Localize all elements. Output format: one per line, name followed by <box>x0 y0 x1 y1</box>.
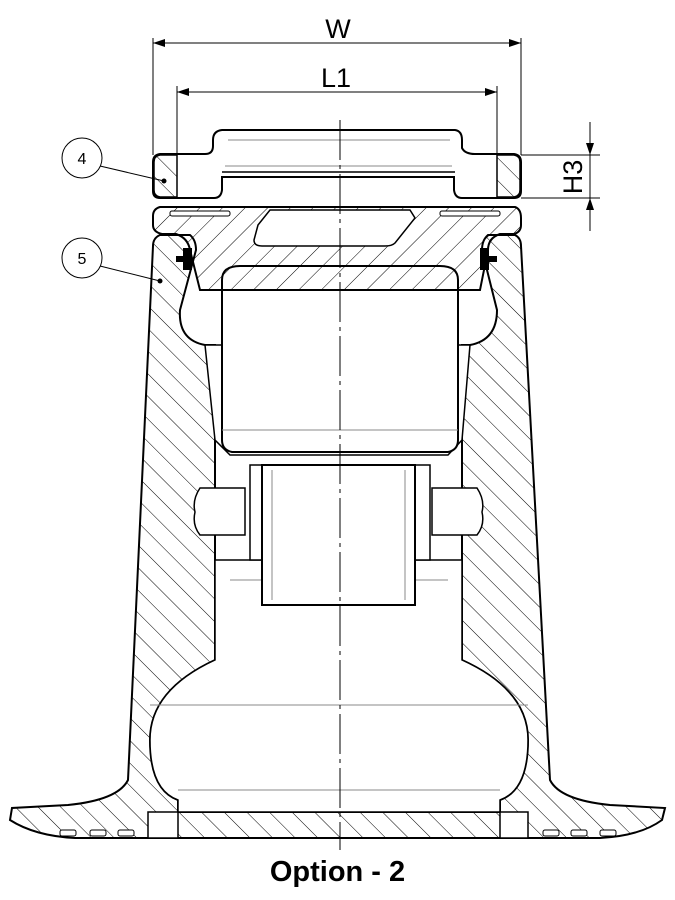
dimension-h3: H3 <box>521 122 600 231</box>
callout-5-number: 5 <box>78 251 87 268</box>
dimension-l1: L1 <box>176 63 498 155</box>
inner-column <box>204 265 471 606</box>
dimension-h3-label: H3 <box>558 160 588 195</box>
callout-4-number: 4 <box>78 151 87 168</box>
dimension-w-label: W <box>325 14 351 44</box>
ring-part-4 <box>152 129 522 199</box>
callout-4: 4 <box>61 137 167 184</box>
dimension-w: W <box>152 14 522 155</box>
drawing-caption: Option - 2 <box>269 856 406 888</box>
dimension-l1-label: L1 <box>321 63 351 93</box>
cap <box>152 206 522 291</box>
body-part-5 <box>8 234 667 839</box>
callout-5: 5 <box>61 237 163 284</box>
